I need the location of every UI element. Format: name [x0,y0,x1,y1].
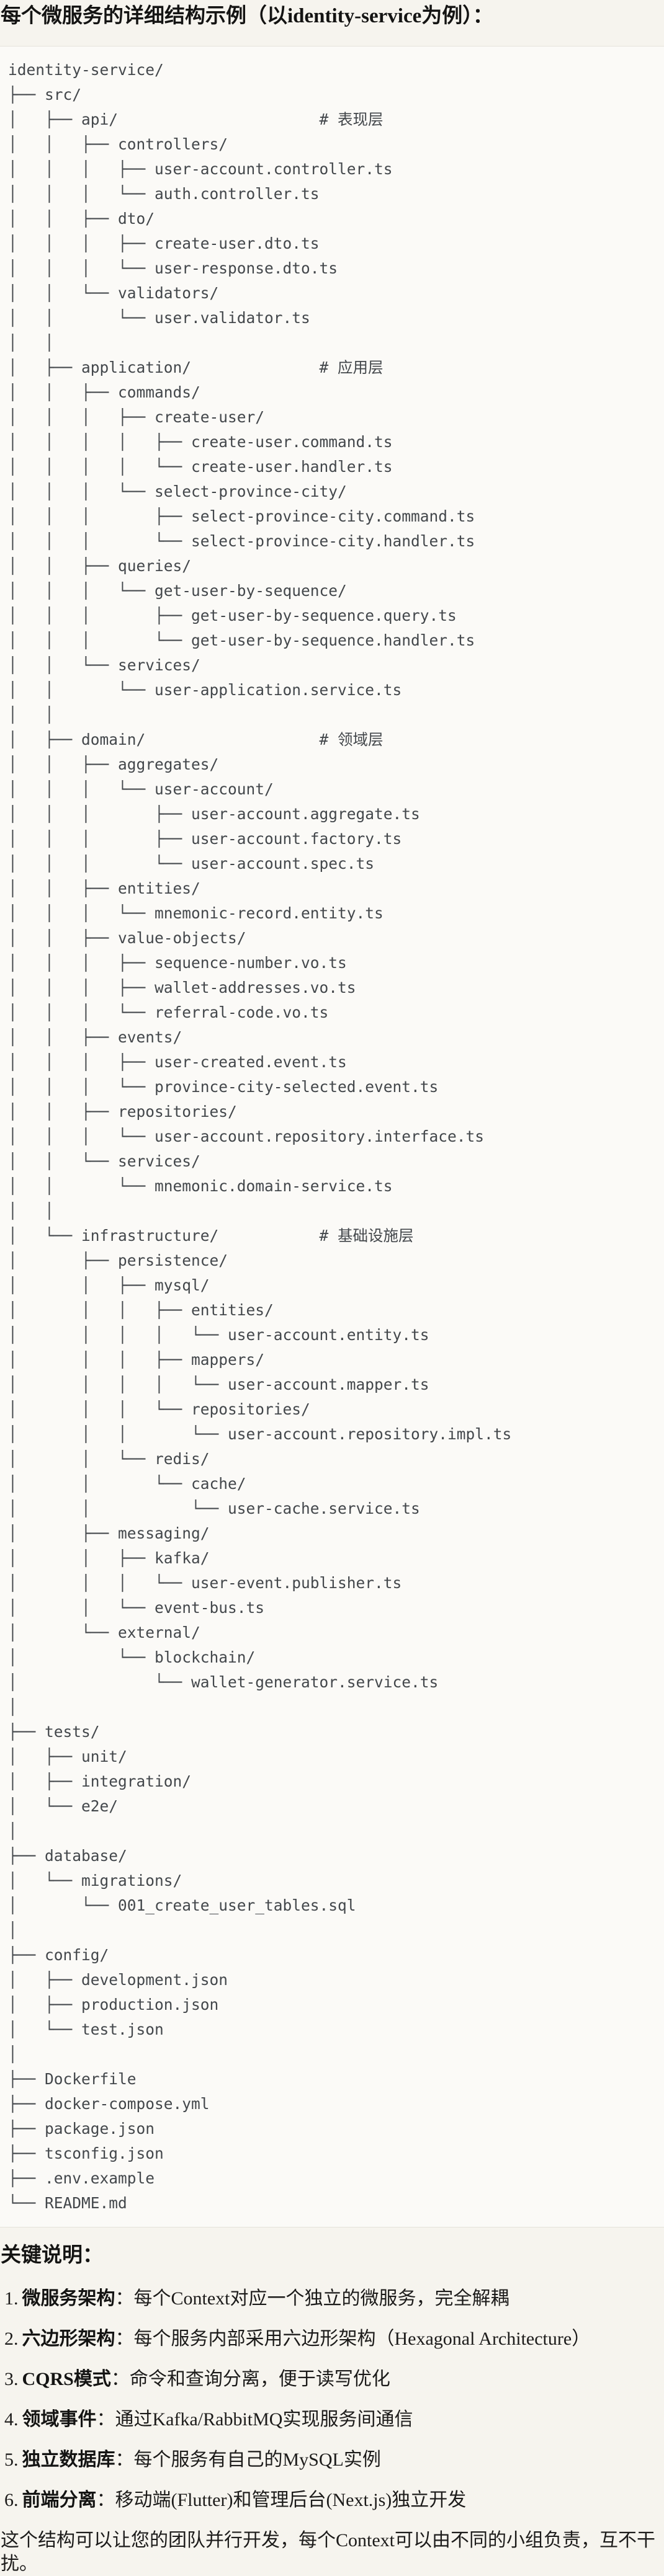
note-desc: ：每个服务有自己的MySQL实例 [115,2449,381,2470]
note-desc: ：命令和查询分离，便于读写优化 [110,2369,390,2389]
notes-heading: 关键说明： [1,2244,103,2267]
note-number: 5. [4,2449,19,2470]
note-item-hexagonal: 2.六边形架构：每个服务内部采用六边形架构（Hexagonal Architec… [4,2327,664,2351]
note-desc: ：通过Kafka/RabbitMQ实现服务间通信 [96,2409,413,2430]
note-number: 4. [4,2409,19,2430]
note-desc: ：移动端(Flutter)和管理后台(Next.js)独立开发 [96,2490,467,2510]
note-item-cqrs: 3.CQRS模式：命令和查询分离，便于读写优化 [4,2368,664,2391]
note-term: 微服务架构 [22,2288,115,2309]
note-desc: ：每个Context对应一个独立的微服务，完全解耦 [115,2288,509,2309]
note-term: 前端分离 [22,2490,97,2510]
note-item-frontend-separation: 6.前端分离：移动端(Flutter)和管理后台(Next.js)独立开发 [4,2489,664,2512]
note-term: 六边形架构 [22,2329,115,2349]
note-number: 2. [4,2329,19,2349]
page-title: 每个微服务的详细结构示例（以identity-service为例）： [1,5,493,27]
note-number: 3. [4,2369,19,2389]
note-number: 6. [4,2490,19,2510]
notes-list: 1.微服务架构：每个Context对应一个独立的微服务，完全解耦 2.六边形架构… [0,2287,664,2512]
directory-tree: identity-service/ ├── src/ │ ├── api/ # … [8,61,512,2212]
note-item-domain-events: 4.领域事件：通过Kafka/RabbitMQ实现服务间通信 [4,2408,664,2432]
code-block: identity-service/ ├── src/ │ ├── api/ # … [0,46,664,2227]
note-item-microservices: 1.微服务架构：每个Context对应一个独立的微服务，完全解耦 [4,2287,664,2311]
closing-note: 这个结构可以让您的团队并行开发，每个Context可以由不同的小组负责，互不干扰… [1,2530,655,2574]
note-desc: ：每个服务内部采用六边形架构（Hexagonal Architecture） [115,2329,591,2349]
note-term: 独立数据库 [22,2449,115,2470]
note-term: 领域事件 [22,2409,97,2430]
note-term: CQRS模式 [22,2369,111,2389]
note-item-independent-db: 5.独立数据库：每个服务有自己的MySQL实例 [4,2448,664,2472]
note-number: 1. [4,2288,19,2309]
